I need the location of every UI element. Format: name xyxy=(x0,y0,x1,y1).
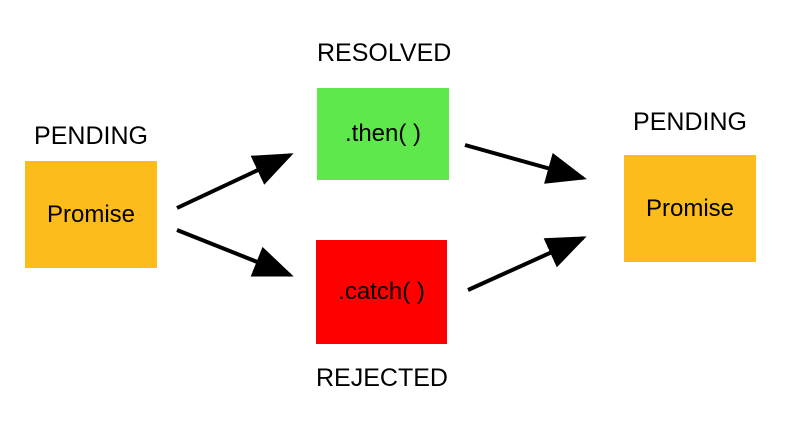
catch-label: .catch( ) xyxy=(338,278,425,305)
start-promise-label: Promise xyxy=(46,200,136,228)
end-promise-label: Promise xyxy=(645,194,735,222)
start-state-label: PENDING xyxy=(34,122,148,150)
start-promise-box: Promise xyxy=(25,161,157,268)
arrow-start-to-rejected xyxy=(176,228,294,277)
end-state-label: PENDING xyxy=(633,108,747,136)
end-promise-box: Promise xyxy=(624,155,756,262)
catch-box: .catch( ) xyxy=(316,240,447,344)
arrow-rejected-to-end xyxy=(467,236,587,292)
resolved-state-label: RESOLVED xyxy=(317,39,452,67)
then-label: .then( ) xyxy=(344,120,422,147)
rejected-state-label: REJECTED xyxy=(316,364,448,392)
arrow-start-to-resolved xyxy=(176,153,294,210)
arrow-resolved-to-end xyxy=(464,143,587,184)
then-box: .then( ) xyxy=(317,88,449,180)
